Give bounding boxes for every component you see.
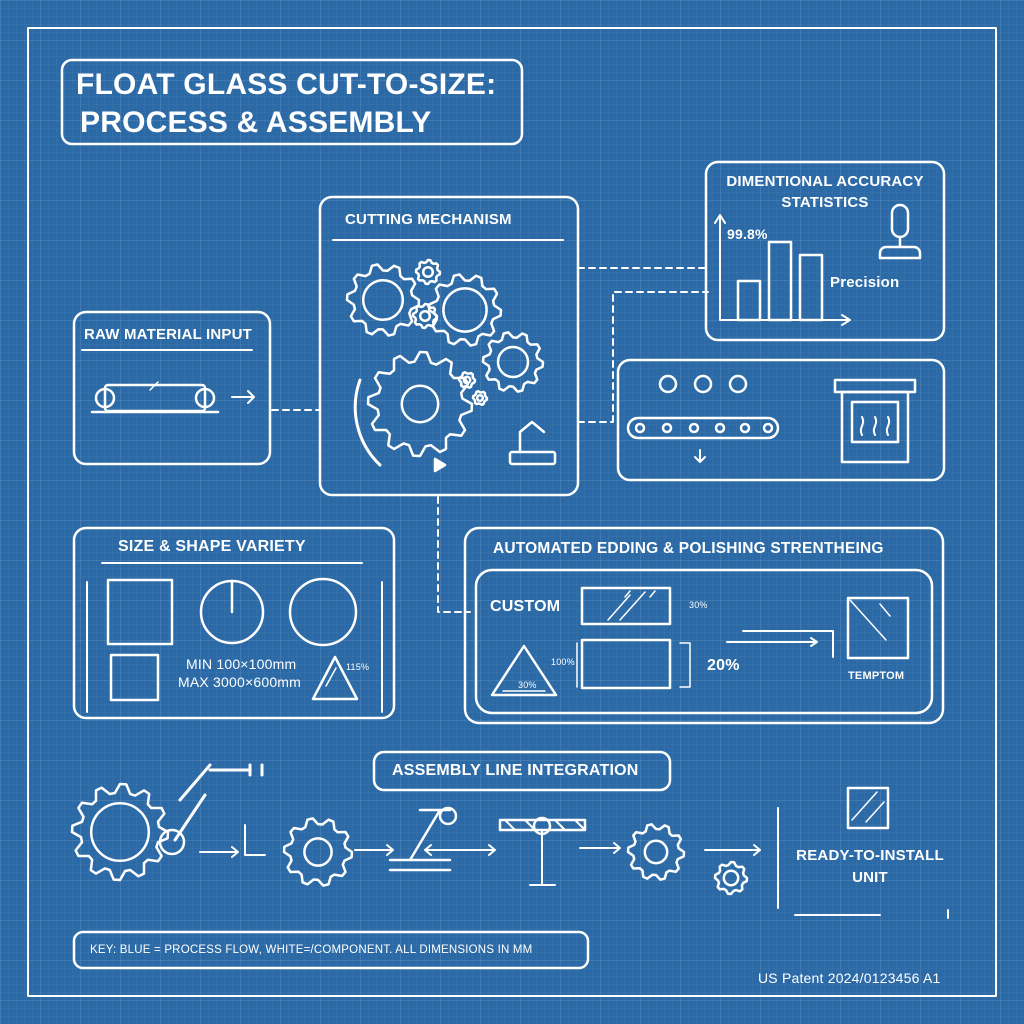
accuracy-bar <box>798 253 824 322</box>
accuracy-panel <box>704 160 946 342</box>
assembly-title: ASSEMBLY LINE INTEGRATION <box>392 762 639 779</box>
gear-icon <box>366 350 474 458</box>
robotic-arm-icon <box>388 806 458 872</box>
pct-big: 20% <box>707 657 740 674</box>
triangle-label: 115% <box>346 662 370 672</box>
pct-top: 30% <box>689 600 708 610</box>
gear-icon <box>626 823 686 881</box>
gear-hub <box>303 837 333 867</box>
result-label: TEMPTOM <box>848 670 905 682</box>
gear-hub <box>475 393 485 403</box>
conveyor-icon <box>90 381 220 414</box>
gear-icon <box>411 302 439 330</box>
glass-pane-icon <box>846 786 890 830</box>
microphone-icon <box>878 203 922 260</box>
gear-icon <box>282 817 354 887</box>
accuracy-bar <box>736 279 762 322</box>
gear-hub <box>361 278 405 322</box>
crane-icon <box>498 816 587 886</box>
size-shape-panel <box>72 526 396 720</box>
raw-material-title: RAW MATERIAL INPUT <box>84 326 253 343</box>
gear-hub <box>442 287 488 333</box>
gear-hub <box>643 839 669 865</box>
conveyor-furnace-panel <box>616 358 946 482</box>
furnace-icon <box>833 378 917 464</box>
gear-hub <box>400 384 440 424</box>
flow-connector <box>437 267 709 613</box>
gear-icon <box>427 273 503 347</box>
cutting-panel <box>318 195 580 497</box>
gear-hub <box>89 801 151 863</box>
accuracy-bar <box>767 240 793 322</box>
key-legend: KEY: BLUE = PROCESS FLOW, WHITE=/COMPONE… <box>90 944 533 956</box>
patent-number: US Patent 2024/0123456 A1 <box>758 970 941 986</box>
gear-hub <box>722 869 740 887</box>
edging-panel <box>463 526 945 725</box>
gear-icon <box>414 258 442 286</box>
pct-side: 100% <box>551 657 575 667</box>
gear-icon <box>70 782 170 882</box>
max-size: MAX 3000×600mm <box>178 674 302 690</box>
size-shape-title: SIZE & SHAPE VARIETY <box>118 538 306 555</box>
min-size: MIN 100×100mm <box>186 656 297 672</box>
edging-title: AUTOMATED EDDING & POLISHING STRENTHEING <box>493 540 884 557</box>
precision-label: Precision <box>830 274 900 291</box>
accuracy-value: 99.8% <box>727 226 768 242</box>
gear-icon <box>713 860 749 896</box>
assembly-line-icons <box>70 782 749 896</box>
page-title: FLOAT GLASS CUT-TO-SIZE:PROCESS & ASSEMB… <box>76 68 497 139</box>
title-box <box>60 58 524 146</box>
gear-hub <box>421 265 435 279</box>
arrow-icon <box>231 390 255 404</box>
gear-icon <box>345 263 421 337</box>
rollers-conveyor-icon <box>626 374 780 463</box>
key-box <box>72 930 590 970</box>
outer-frame <box>27 27 997 997</box>
gear-icon <box>481 331 545 393</box>
cutting-title: CUTTING MECHANISM <box>345 211 512 228</box>
robot-arm-icon <box>508 420 557 466</box>
gear-assembly-icon <box>345 258 545 458</box>
gear-hub <box>496 345 530 379</box>
raw-material-panel <box>72 310 272 466</box>
accuracy-bar-chart <box>736 240 824 322</box>
pct-triangle: 30% <box>518 680 537 690</box>
custom-label: CUSTOM <box>490 598 561 615</box>
gear-hub <box>462 375 472 385</box>
gear-hub <box>418 309 432 323</box>
gear-icon <box>457 371 477 389</box>
gear-icon <box>471 389 489 407</box>
assembly-title-box <box>372 750 672 792</box>
